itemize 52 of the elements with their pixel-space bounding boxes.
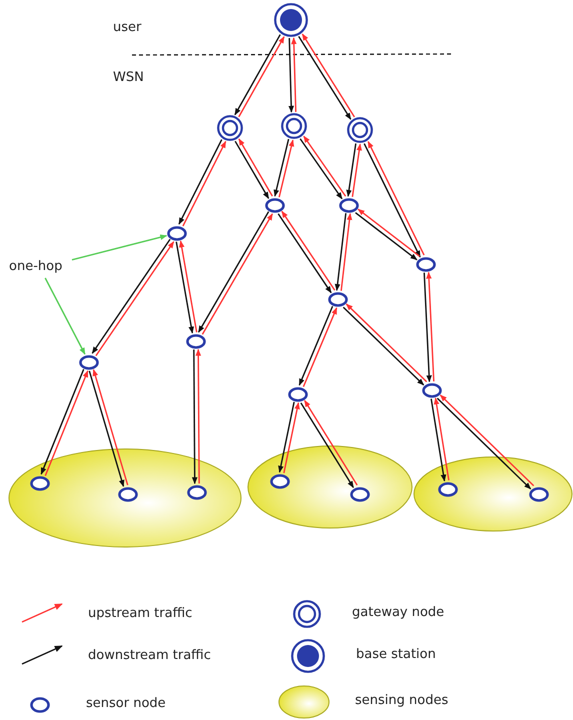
arrow <box>346 143 356 197</box>
legend-label: upstream traffic <box>88 606 192 621</box>
sensing-area <box>413 456 573 532</box>
sensor-node <box>79 354 99 370</box>
arrow <box>352 143 362 197</box>
sensor-node <box>350 486 370 502</box>
gateway-node <box>347 117 373 143</box>
arrow <box>274 138 290 197</box>
annotation-text: one-hop <box>9 259 64 274</box>
sensor-node <box>30 476 50 490</box>
arrow <box>283 402 300 474</box>
sensing-area <box>8 448 242 548</box>
sensor-node <box>265 198 285 212</box>
sensor-node <box>187 484 207 500</box>
sensor-node <box>270 474 290 488</box>
sensor-node <box>118 486 138 502</box>
sensor-node <box>328 292 348 306</box>
arrow <box>426 272 434 382</box>
base-station <box>274 3 308 37</box>
sensor-node <box>422 382 442 398</box>
arrow <box>334 213 347 291</box>
arrow <box>430 398 446 482</box>
legend-label: downstream traffic <box>88 648 211 663</box>
legend-label: base station <box>356 647 436 662</box>
legend-label: sensing nodes <box>355 693 448 708</box>
arrow <box>278 139 294 198</box>
sensor-node <box>438 482 458 496</box>
arrow <box>178 240 198 332</box>
arrow <box>44 278 86 355</box>
sensing-area <box>247 445 413 529</box>
arrow <box>340 213 352 291</box>
arrow <box>288 38 294 113</box>
arrow <box>196 348 202 484</box>
gateway-node <box>217 115 243 141</box>
arrow <box>192 350 198 484</box>
sensor-node <box>339 198 359 212</box>
sensor-node <box>167 226 187 240</box>
region-label: WSN <box>113 70 144 85</box>
legend-label: gateway node <box>352 605 444 620</box>
arrow <box>434 397 450 480</box>
arrow <box>176 242 194 334</box>
arrow <box>291 37 297 112</box>
arrow <box>424 272 432 382</box>
legend-label: sensor node <box>86 696 166 711</box>
sensor-node <box>288 386 308 402</box>
sensor-node <box>186 334 206 348</box>
sensor-node <box>529 486 549 502</box>
arrow <box>72 234 168 260</box>
sensor-node <box>416 256 436 272</box>
region-label: user <box>113 20 142 35</box>
gateway-node <box>281 113 307 139</box>
arrow <box>278 402 295 473</box>
